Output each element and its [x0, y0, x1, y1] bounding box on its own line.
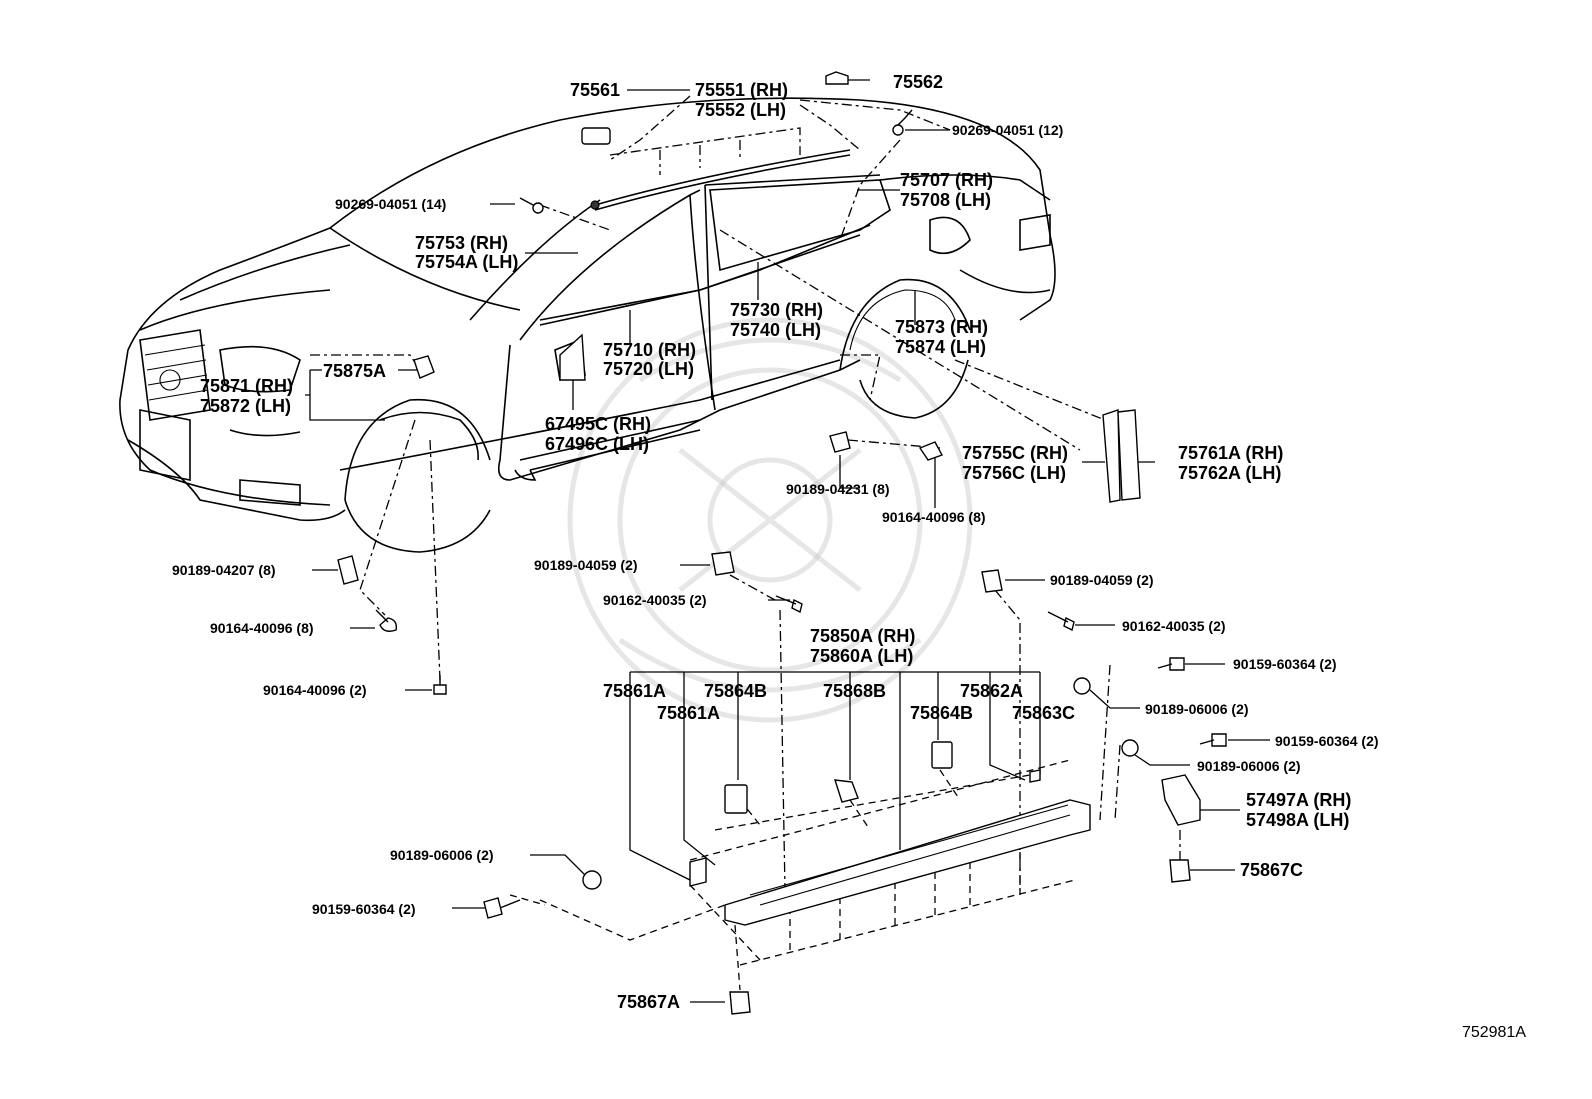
car-body-outline	[119, 97, 1056, 553]
strip-75761a-icon	[1117, 409, 1141, 501]
label-clip-06006-middle: 90189-06006 (2)	[1197, 758, 1301, 774]
label-75561: 75561	[570, 80, 620, 100]
label-75720: 75720 (LH)	[603, 359, 694, 379]
label-screw-40096-8: 90164-40096 (8)	[210, 620, 314, 636]
label-clip-06006-left: 90189-06006 (2)	[390, 847, 494, 863]
label-75708: 75708 (LH)	[900, 190, 991, 210]
clip-75868b-icon	[834, 779, 859, 803]
label-75864b-left: 75864B	[704, 681, 767, 701]
fastener-parts	[337, 71, 1227, 1015]
label-75740: 75740 (LH)	[730, 320, 821, 340]
label-screw-40035-right: 90162-40035 (2)	[1122, 618, 1226, 634]
panel-67495c-icon	[559, 333, 586, 381]
label-75551: 75551 (RH)	[695, 80, 788, 100]
label-clip-front: 90269-04051 (14)	[335, 196, 446, 212]
leader-lines	[305, 79, 1270, 1003]
screw-40096-8-icon	[375, 609, 398, 632]
label-clip-04059-right: 90189-04059 (2)	[1050, 572, 1154, 588]
label-75753: 75753 (RH)	[415, 233, 508, 253]
label-75867a: 75867A	[617, 992, 680, 1012]
strip-75755c-icon	[1102, 409, 1121, 503]
part-75864b-right-icon	[931, 741, 953, 769]
part-75863c-icon	[1029, 769, 1041, 783]
screw-60364-upper-icon	[1157, 657, 1185, 671]
clip-06006-middle-icon	[1121, 739, 1139, 757]
label-screw-40035-left: 90162-40035 (2)	[603, 592, 707, 608]
clip-75875a-icon	[413, 355, 435, 379]
screw-40096-2-icon	[433, 675, 447, 695]
label-75762a: 75762A (LH)	[1178, 463, 1281, 483]
label-75873: 75873 (RH)	[895, 317, 988, 337]
label-clip-04207: 90189-04207 (8)	[172, 562, 276, 578]
label-75862a: 75862A	[960, 681, 1023, 701]
bracket-57497a-icon	[1161, 774, 1201, 826]
label-75754a: 75754A (LH)	[415, 252, 518, 272]
roof-molding	[590, 149, 851, 211]
label-67496c: 67496C (LH)	[545, 434, 649, 454]
part-75864b-left-icon	[724, 784, 748, 814]
label-75730: 75730 (RH)	[730, 300, 823, 320]
watermark-emblem	[567, 317, 973, 723]
part-75562-icon	[825, 71, 849, 85]
label-screw-60364-left: 90159-60364 (2)	[312, 901, 416, 917]
clip-90269-front-icon	[519, 197, 536, 207]
label-75860a: 75860A (LH)	[810, 646, 913, 666]
label-75874: 75874 (LH)	[895, 337, 986, 357]
screw-60364-middle-icon	[1199, 733, 1227, 747]
label-75867c: 75867C	[1240, 860, 1303, 880]
screw-40035-left-icon	[775, 595, 803, 614]
label-75707: 75707 (RH)	[900, 170, 993, 190]
label-75868b: 75868B	[823, 681, 886, 701]
label-75872: 75872 (LH)	[200, 396, 291, 416]
label-57497a: 57497A (RH)	[1246, 790, 1351, 810]
clip-75867c-icon	[1169, 859, 1191, 883]
label-57498a: 57498A (LH)	[1246, 810, 1349, 830]
clip-04207-icon	[337, 555, 359, 585]
clip-04059-left-icon	[711, 551, 735, 576]
label-75756c: 75756C (LH)	[962, 463, 1066, 483]
rocker-panel	[724, 799, 1091, 926]
label-screw-60364-upper: 90159-60364 (2)	[1233, 656, 1337, 672]
label-75864b-right: 75864B	[910, 703, 973, 723]
label-75761a: 75761A (RH)	[1178, 443, 1283, 463]
label-clip-roof: 90269-04051 (12)	[952, 122, 1063, 138]
clip-06006-left-icon	[582, 870, 602, 890]
belt-molding	[539, 174, 881, 326]
label-screw-60364-middle: 90159-60364 (2)	[1275, 733, 1379, 749]
label-screw-40096-rear: 90164-40096 (8)	[882, 509, 986, 525]
label-75875a: 75875A	[323, 361, 386, 381]
label-clip-04231: 90189-04231 (8)	[786, 481, 890, 497]
label-67495c: 67495C (RH)	[545, 414, 651, 434]
clip-04059-right-icon	[981, 569, 1003, 593]
clip-75867a-icon	[729, 991, 751, 1015]
callout-labels: 75561 75551 (RH) 75552 (LH) 75562 90269-…	[172, 72, 1379, 1012]
dashed-lines	[310, 95, 1181, 991]
label-75863c: 75863C	[1012, 703, 1075, 723]
diagram-reference-code: 752981A	[1461, 1024, 1526, 1041]
screw-60364-left-icon	[483, 897, 521, 919]
label-screw-40096-2: 90164-40096 (2)	[263, 682, 367, 698]
label-75850a: 75850A (RH)	[810, 626, 915, 646]
label-75861a-bottom: 75861A	[657, 703, 720, 723]
screw-40096-rear-icon	[918, 441, 944, 461]
label-clip-04059-left: 90189-04059 (2)	[534, 557, 638, 573]
label-75871: 75871 (RH)	[200, 376, 293, 396]
label-75562: 75562	[893, 72, 943, 92]
part-75861a-icon	[689, 857, 707, 887]
label-75710: 75710 (RH)	[603, 340, 696, 360]
label-75861a-top: 75861A	[603, 681, 666, 701]
label-clip-06006-upper: 90189-06006 (2)	[1145, 701, 1249, 717]
part-75561-icon	[581, 127, 611, 145]
clip-04231-icon	[829, 431, 851, 453]
clip-06006-upper-icon	[1073, 677, 1091, 695]
label-75552: 75552 (LH)	[695, 100, 786, 120]
screw-40035-right-icon	[1047, 611, 1075, 632]
label-75755c: 75755C (RH)	[962, 443, 1068, 463]
